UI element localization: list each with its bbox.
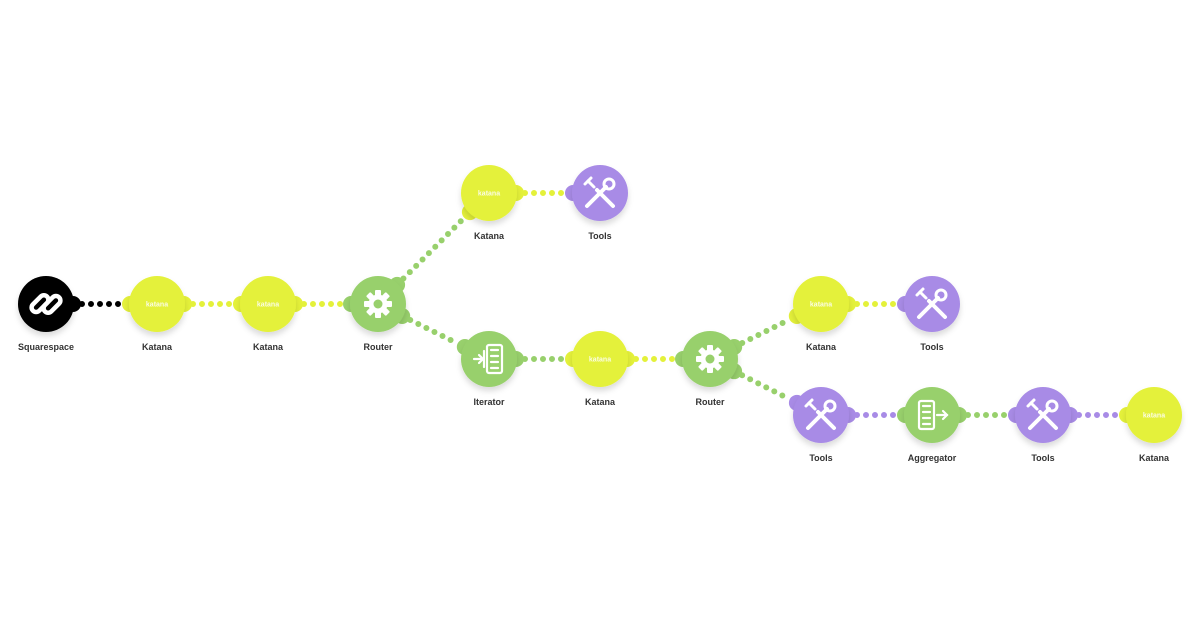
iterator-icon: [472, 343, 504, 375]
module-aggregator[interactable]: Aggregator: [897, 387, 967, 463]
module-label: Router: [696, 397, 725, 407]
module-circle[interactable]: [461, 165, 517, 221]
wrench-screwdriver-icon: [583, 176, 616, 208]
gear-icon: [696, 345, 724, 373]
module-label: Aggregator: [908, 453, 957, 463]
module-tools-3[interactable]: Tools: [788, 387, 856, 463]
module-label: Tools: [1031, 453, 1054, 463]
module-label: Router: [364, 342, 393, 352]
module-circle[interactable]: [1126, 387, 1182, 443]
module-iterator[interactable]: Iterator: [456, 331, 524, 407]
module-label: Tools: [588, 231, 611, 241]
aggregator-icon: [917, 399, 949, 431]
module-label: Katana: [142, 342, 173, 352]
module-label: Tools: [920, 342, 943, 352]
katana-logo-icon: katana: [1143, 413, 1165, 420]
module-label: Tools: [809, 453, 832, 463]
module-circle[interactable]: [129, 276, 185, 332]
module-circle[interactable]: [572, 331, 628, 387]
connection-router-1-to-iterator[interactable]: [407, 316, 460, 347]
wrench-screwdriver-icon: [915, 287, 948, 319]
module-squarespace[interactable]: Squarespace: [18, 276, 81, 352]
module-label: Iterator: [473, 397, 505, 407]
wrench-screwdriver-icon: [804, 398, 837, 430]
katana-logo-icon: katana: [478, 191, 500, 198]
module-router-1[interactable]: Router: [343, 276, 411, 352]
connection-router-2-to-tools-3[interactable]: [739, 372, 792, 402]
connection-router-1-to-katana-3[interactable]: [400, 215, 467, 282]
katana-logo-icon: katana: [257, 302, 279, 309]
module-circle[interactable]: [793, 276, 849, 332]
katana-logo-icon: katana: [589, 357, 611, 364]
module-circle[interactable]: [904, 387, 960, 443]
squarespace-logo-icon: [29, 293, 63, 315]
module-circle[interactable]: [461, 331, 517, 387]
katana-logo-icon: katana: [810, 302, 832, 309]
module-router-2[interactable]: Router: [675, 331, 743, 407]
module-tools-1[interactable]: Tools: [565, 165, 628, 241]
connections-layer: [79, 190, 1121, 418]
module-circle[interactable]: [240, 276, 296, 332]
module-label: Katana: [585, 397, 616, 407]
wrench-screwdriver-icon: [1026, 398, 1059, 430]
module-label: Katana: [474, 231, 505, 241]
module-label: Katana: [1139, 453, 1170, 463]
module-tools-2[interactable]: Tools: [897, 276, 960, 352]
gear-icon: [364, 290, 392, 318]
connection-router-2-to-katana-5[interactable]: [739, 316, 792, 347]
module-label: Katana: [806, 342, 837, 352]
katana-logo-icon: katana: [146, 302, 168, 309]
module-label: Katana: [253, 342, 284, 352]
module-label: Squarespace: [18, 342, 74, 352]
module-tools-4[interactable]: Tools: [1008, 387, 1078, 463]
